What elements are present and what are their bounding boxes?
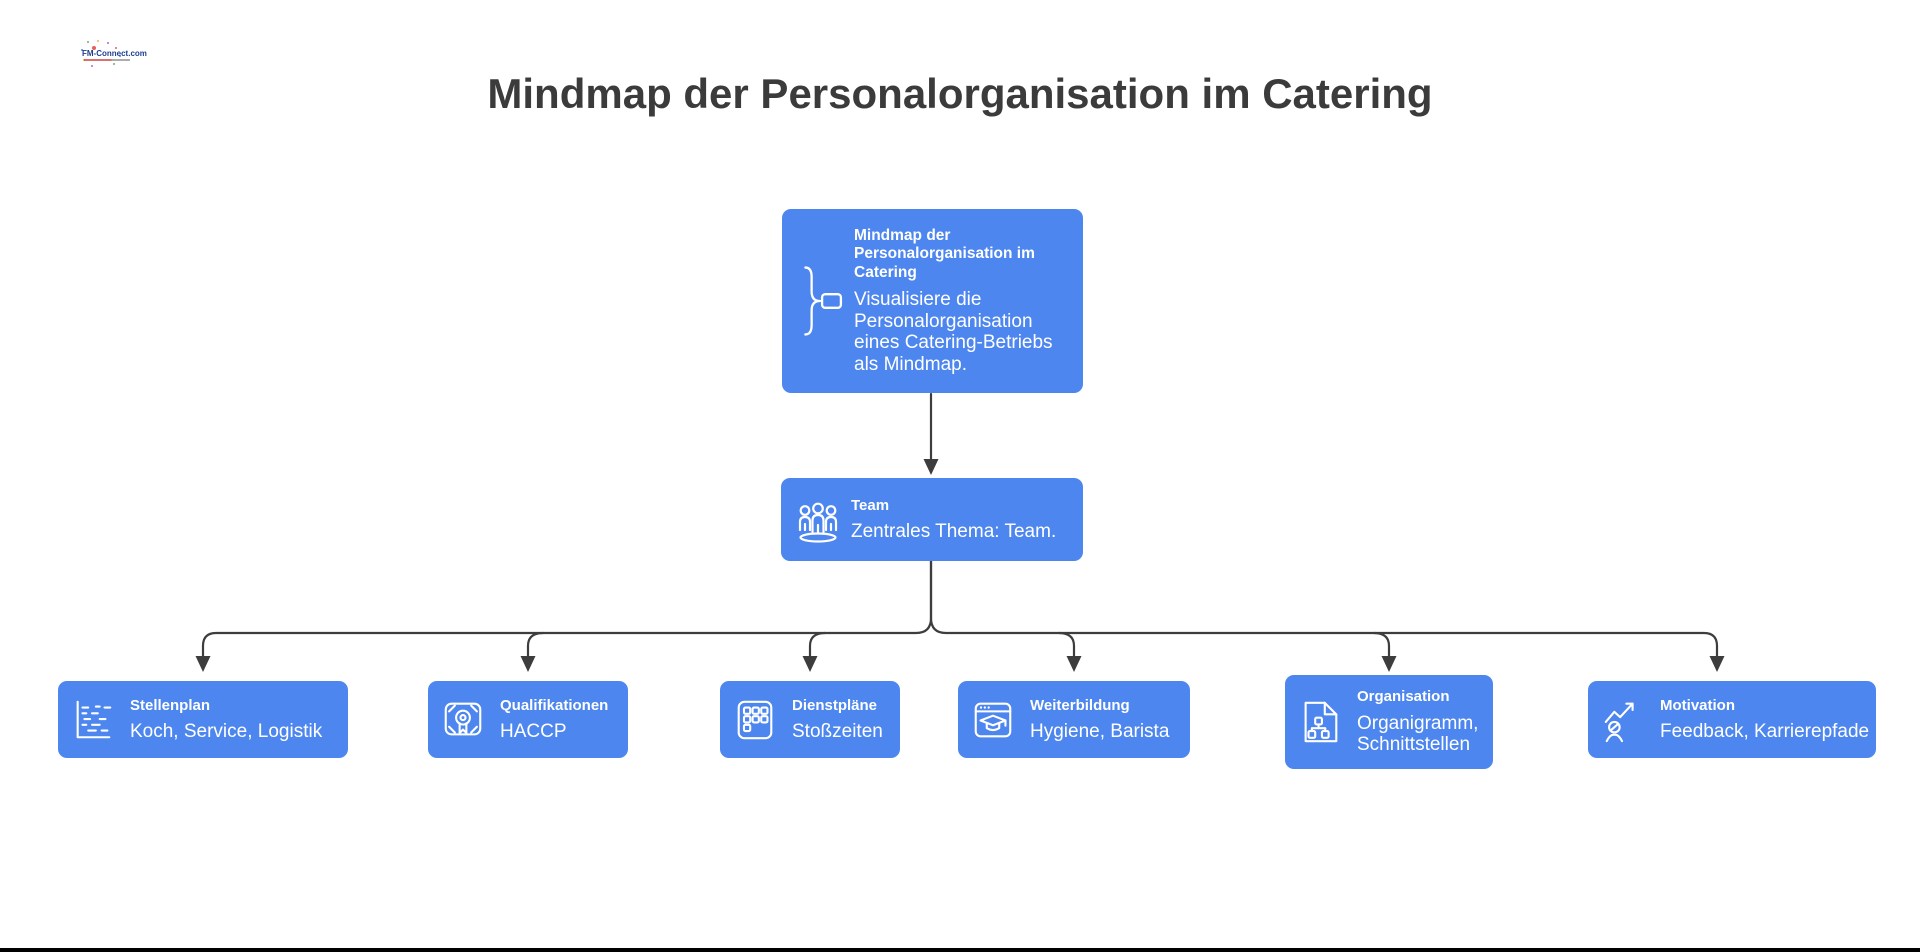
node-organisation: Organisation Organigramm, Schnittstellen — [1285, 675, 1493, 769]
node-title: Motivation — [1660, 696, 1735, 714]
logo-text: FM-Connect.com — [82, 49, 147, 58]
team-people-icon — [789, 496, 847, 544]
node-title: Stellenplan — [130, 696, 211, 714]
page-title: Mindmap der Personalorganisation im Cate… — [487, 70, 1433, 117]
node-description: HACCP — [500, 721, 567, 742]
node-title: Weiterbildung — [1030, 696, 1130, 714]
certificate-icon — [440, 697, 486, 743]
node-weiterbildung: Weiterbildung Hygiene, Barista — [958, 681, 1190, 758]
node-title: Team — [851, 497, 890, 514]
node-qualifikationen: Qualifikationen HACCP — [428, 681, 628, 758]
online-training-icon — [970, 697, 1016, 743]
logo-tagline — [84, 59, 130, 61]
node-description: Visualisiere die Personalorganisation ei… — [854, 289, 1053, 375]
node-description: Stoßzeiten — [792, 721, 883, 742]
org-chart-document-icon — [1297, 699, 1343, 745]
schedule-grid-icon — [732, 697, 778, 743]
career-growth-icon — [1600, 697, 1646, 743]
gantt-plan-icon — [70, 697, 116, 743]
node-description: Organigramm, Schnittstellen — [1357, 712, 1479, 756]
node-stellenplan: Stellenplan Koch, Service, Logistik — [58, 681, 348, 758]
node-title: Dienstpläne — [792, 696, 878, 714]
logo-starburst-icon — [92, 46, 96, 50]
node-title: Organisation — [1357, 688, 1450, 706]
node-dienstplaene: Dienstpläne Stoßzeiten — [720, 681, 900, 758]
node-title: Mindmap der Personalorganisation im Cate… — [854, 226, 1035, 281]
mindmap-icon — [792, 264, 848, 338]
node-title: Qualifikationen — [500, 696, 609, 714]
node-description: Feedback, Karrierepfade — [1660, 721, 1870, 742]
node-description: Zentrales Thema: Team. — [851, 520, 1057, 542]
fm-connect-logo: FM-Connect.com — [78, 38, 147, 70]
node-motivation: Motivation Feedback, Karrierepfade — [1588, 681, 1876, 758]
node-description: Hygiene, Barista — [1030, 721, 1170, 742]
node-central-team: Team Zentrales Thema: Team. — [781, 478, 1083, 561]
node-description: Koch, Service, Logistik — [130, 721, 323, 742]
node-root: Mindmap der Personalorganisation im Cate… — [782, 209, 1083, 393]
screenshot-bottom-edge — [0, 948, 1920, 952]
